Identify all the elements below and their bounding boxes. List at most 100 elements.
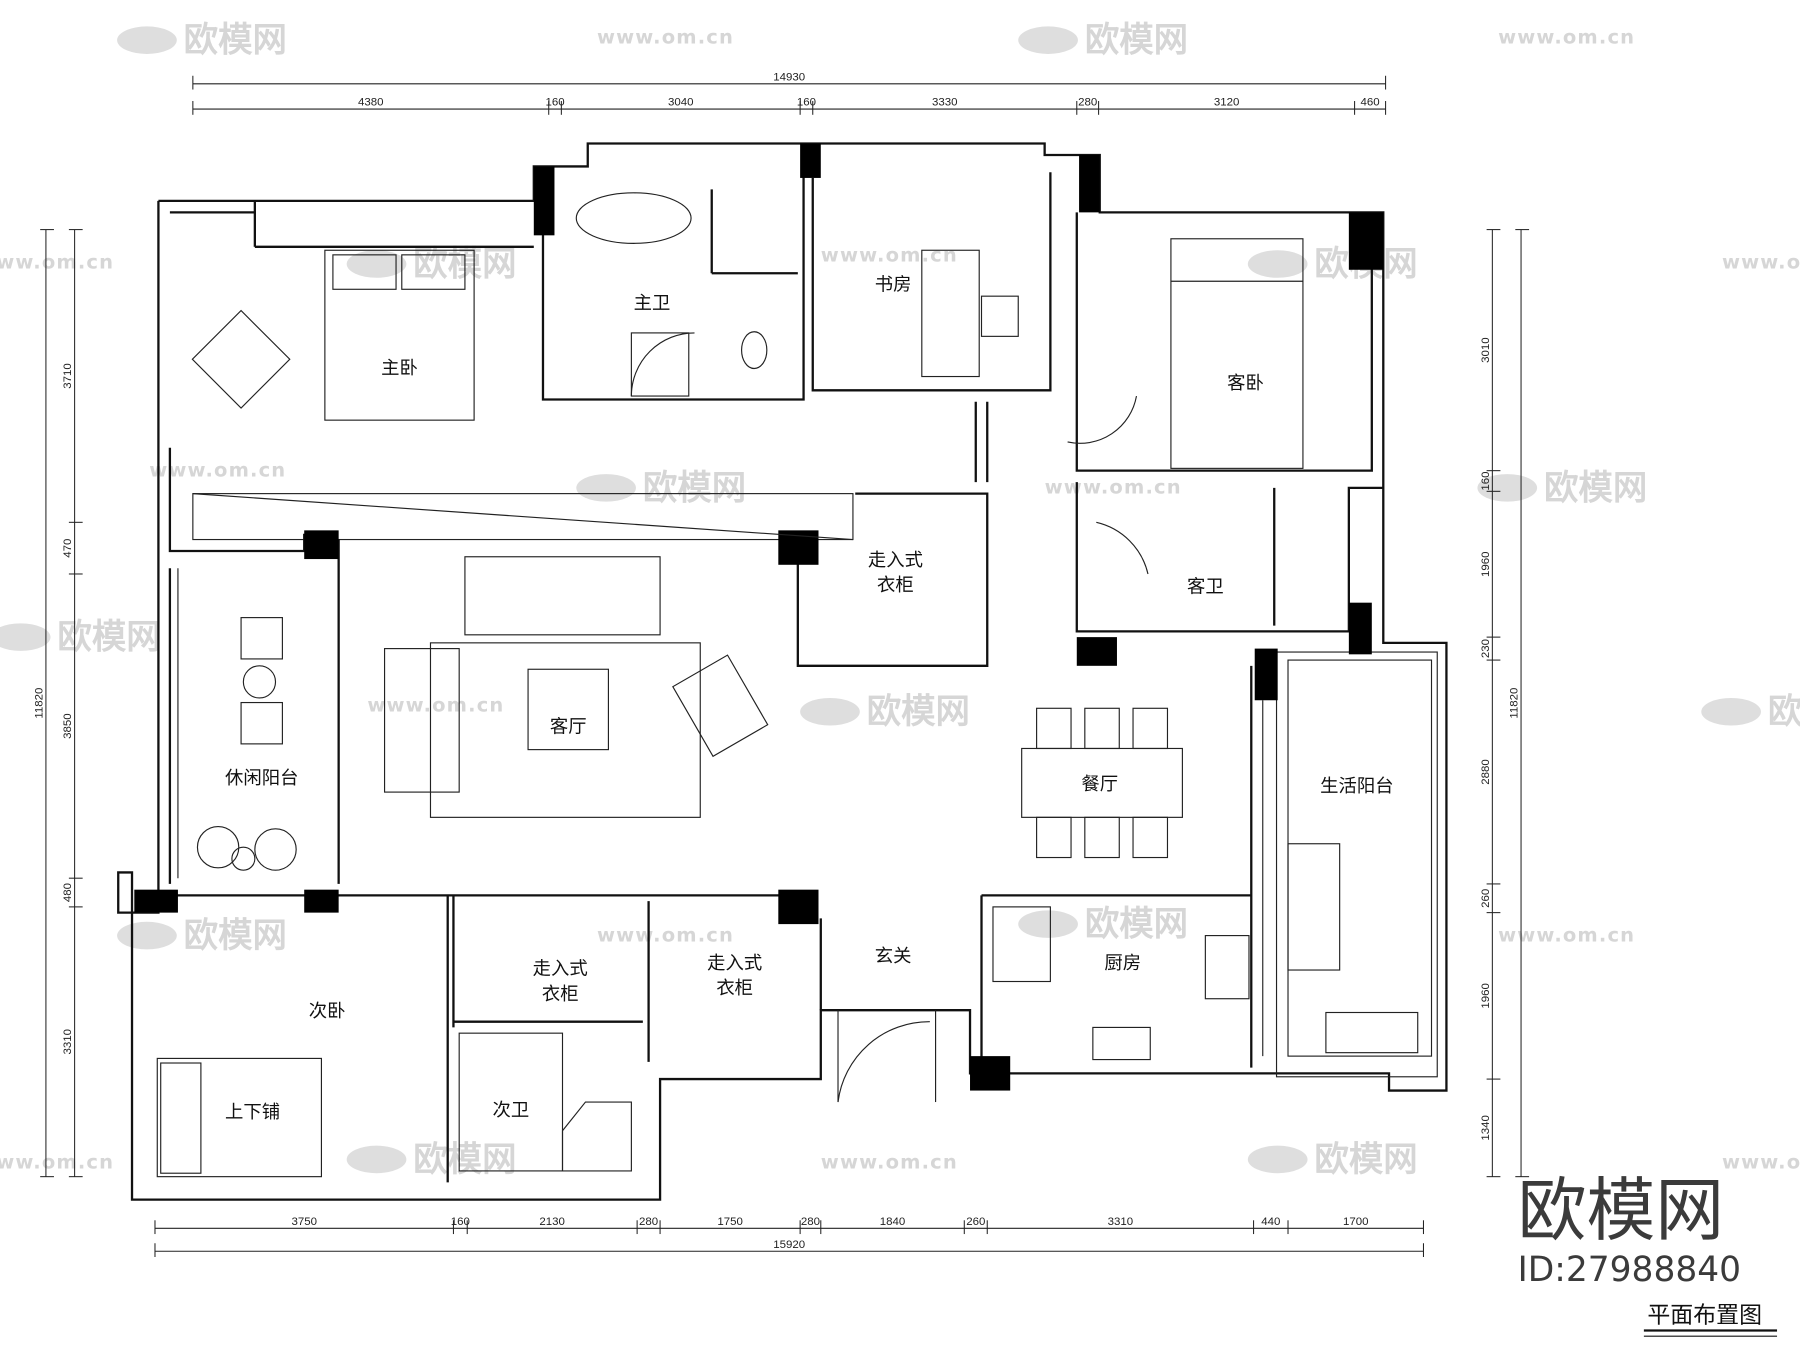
room-label: 次卧 (309, 1001, 346, 1022)
left-dim-label: 470 (62, 539, 74, 558)
top-dim-label: 3330 (932, 97, 958, 109)
coffee-table (527, 668, 609, 751)
watermark-site: www.om.cn (367, 694, 504, 717)
room-label: 客卫 (1187, 576, 1224, 597)
watermark-site: www.om.cn (821, 1151, 958, 1174)
room-label: 主卧 (381, 358, 418, 379)
right-dim-label: 1960 (1480, 983, 1492, 1009)
walls (117, 142, 1448, 1201)
bottom-dim-label: 1840 (880, 1216, 906, 1228)
left-total-dim-label: 11820 (33, 688, 45, 719)
toilet (741, 331, 768, 370)
left-dim-label: 3710 (62, 363, 74, 389)
watermark-brand: 欧模网 (1314, 1140, 1417, 1180)
room-label: 厨房 (1104, 953, 1141, 974)
room-label: 走入式衣柜 (707, 953, 762, 999)
watermark-logo-icon (1018, 26, 1078, 54)
room-label: 走入式衣柜 (533, 959, 588, 1005)
watermark-site: www.om.cn (1045, 476, 1182, 499)
left-dim-label: 480 (62, 883, 74, 902)
bottom-dim-label: 1700 (1343, 1216, 1369, 1228)
left-dim-label: 3310 (62, 1029, 74, 1055)
watermark-brand: 欧模网 (1085, 905, 1188, 945)
watermark-logo-icon (346, 250, 407, 278)
desk (921, 249, 980, 378)
watermark-brand: 欧模网 (57, 618, 160, 658)
watermark-logo-icon (1018, 910, 1078, 938)
watermark-site: www.om.cn (0, 251, 114, 274)
top-dim-label: 4380 (358, 97, 384, 109)
master-bed (324, 249, 475, 421)
bottom-dim-label: 160 (451, 1216, 470, 1228)
watermark-brand: 欧模网 (867, 692, 970, 732)
room-label: 上下铺 (225, 1102, 280, 1123)
bottom-total-dim-label: 15920 (773, 1239, 805, 1251)
bottom-dim-label: 440 (1261, 1216, 1280, 1228)
right-dim-label: 1340 (1480, 1115, 1492, 1141)
watermark-site: www.om.cn (597, 923, 734, 946)
watermark-logo-icon (1247, 250, 1308, 278)
right-dim-label: 3010 (1480, 337, 1492, 363)
stove (1092, 1026, 1151, 1061)
room-label: 书房 (875, 274, 912, 295)
room-label: 生活阳台 (1320, 776, 1393, 797)
room-label: 餐厅 (1081, 774, 1118, 795)
right-dim-label: 1960 (1480, 551, 1492, 577)
watermark-brand: 欧模网 (1085, 21, 1188, 61)
watermark-logo-icon (800, 697, 860, 726)
bottom-dim-label: 1750 (717, 1216, 743, 1228)
watermark-logo-icon (117, 26, 177, 54)
master-rug (191, 309, 291, 409)
bottom-dim-label: 3750 (291, 1216, 317, 1228)
bottom-dim-label: 280 (801, 1216, 820, 1228)
watermark-site: www.om.cn (1498, 26, 1635, 49)
bottom-dim-label: 3310 (1108, 1216, 1134, 1228)
drawing-title: 平面布置图 (1647, 1302, 1762, 1328)
room-label: 休闲阳台 (225, 768, 298, 789)
bottom-dim-label: 260 (966, 1216, 985, 1228)
sofa (464, 556, 661, 636)
structural-columns (134, 143, 1384, 1091)
right-dim-label: 2880 (1480, 759, 1492, 785)
watermark-site: www.om.cn (1722, 1151, 1800, 1174)
watermark-brand: 欧模网 (643, 468, 746, 508)
watermark-brand: 欧模网 (184, 21, 287, 61)
watermark-logo-icon (346, 1145, 407, 1174)
right-dim-label: 160 (1480, 471, 1492, 490)
watermark-site: www.om.cn (597, 26, 734, 49)
bottom-dim-label: 280 (639, 1216, 658, 1228)
top-total-dim-label: 14930 (773, 71, 805, 83)
room-label: 客厅 (550, 716, 587, 737)
room-label: 主卫 (634, 293, 671, 314)
watermark-layer: 欧模网欧模网欧模网欧模网欧模网欧模网欧模网欧模网欧模网欧模网欧模网欧模网欧模网w… (0, 21, 1800, 1180)
furniture (156, 192, 1419, 1178)
watermark-logo-icon (0, 623, 51, 651)
top-dim-label: 160 (545, 97, 564, 109)
right-total-dim-label: 11820 (1509, 688, 1521, 719)
right-dim-label: 260 (1480, 889, 1492, 908)
room-label: 玄关 (875, 946, 912, 967)
top-dim-label: 160 (797, 97, 816, 109)
watermark-logo-icon (117, 921, 177, 950)
watermark-brand: 欧模网 (184, 916, 287, 956)
top-dim-label: 3040 (668, 97, 694, 109)
watermark-site: www.om.cn (1722, 251, 1800, 274)
top-dim-label: 3120 (1214, 97, 1240, 109)
guest-bed (1170, 238, 1304, 469)
watermark-logo-icon (1701, 697, 1761, 726)
watermark-logo-icon (576, 474, 636, 502)
bunk-bed (156, 1057, 323, 1178)
room-label: 客卧 (1227, 373, 1264, 394)
watermark-brand: 欧模网 (1544, 468, 1647, 508)
watermark-logo-icon (1247, 1145, 1308, 1174)
watermark-site: www.om.cn (0, 1151, 114, 1174)
bathtub (575, 192, 692, 244)
watermark-site: www.om.cn (1498, 923, 1635, 946)
brand-logo: 欧模网 (1518, 1171, 1725, 1251)
bottom-dim-label: 2130 (539, 1216, 565, 1228)
right-dim-label: 230 (1480, 639, 1492, 658)
top-dim-label: 280 (1078, 97, 1097, 109)
watermark-brand: 欧模网 (1768, 692, 1800, 732)
